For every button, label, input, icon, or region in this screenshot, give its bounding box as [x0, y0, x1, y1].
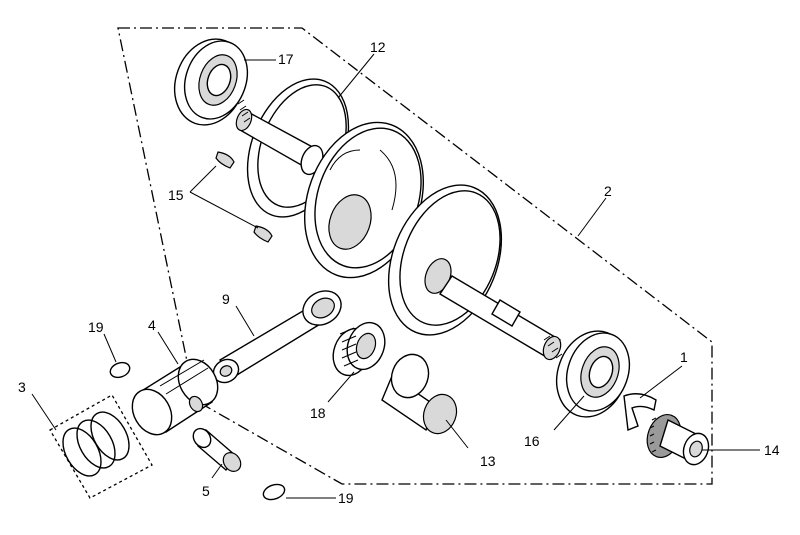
callout-9: 9	[222, 291, 230, 307]
piston-rings-part	[62, 411, 130, 477]
circlip-lower-part	[262, 483, 286, 501]
crank-pin-part	[381, 353, 458, 435]
timing-gear-part	[646, 414, 710, 466]
needle-bearing-part	[332, 321, 386, 377]
circlip-upper-part	[109, 361, 131, 379]
callout-19-upper: 19	[88, 319, 104, 335]
callout-18: 18	[310, 405, 326, 421]
piston-part	[131, 358, 219, 436]
callout-4: 4	[148, 317, 156, 333]
right-crank-half-part	[387, 184, 563, 361]
crank-flywheel-web-part	[303, 121, 425, 279]
callout-3: 3	[18, 379, 26, 395]
woodruff-key-upper-part	[215, 151, 235, 169]
callout-19-lower: 19	[338, 490, 354, 506]
leader-lines	[31, 53, 760, 499]
callout-14: 14	[764, 442, 780, 458]
callout-15: 15	[168, 187, 184, 203]
callout-12: 12	[370, 39, 386, 55]
bearing-top-part	[173, 38, 249, 126]
callout-1: 1	[680, 349, 688, 365]
callout-5: 5	[202, 483, 210, 499]
woodruff-key-lower-part	[253, 225, 273, 243]
callout-2: 2	[604, 183, 612, 199]
callout-17: 17	[278, 51, 294, 67]
callout-16: 16	[524, 433, 540, 449]
connecting-rod-part	[212, 290, 342, 384]
piston-ring-set-boundary	[49, 394, 153, 499]
bearing-lower-part	[555, 330, 631, 418]
piston-pin-part	[192, 427, 242, 472]
callout-13: 13	[480, 453, 496, 469]
clip-plate-part	[623, 393, 657, 431]
